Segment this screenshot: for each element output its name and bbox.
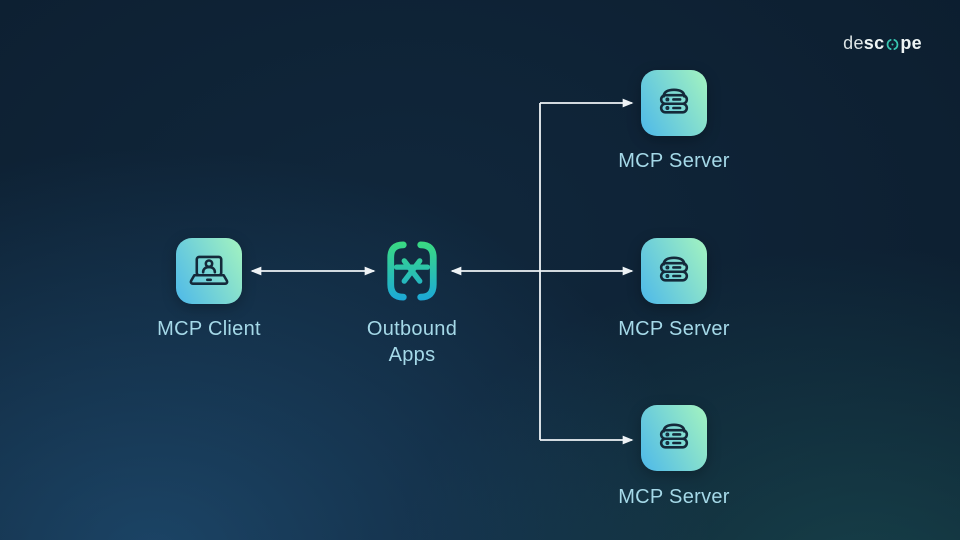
- mcp-server-tile: [641, 70, 707, 136]
- outbound-apps-label: Outbound Apps: [337, 316, 487, 368]
- node-mcp-server-top: [641, 70, 707, 136]
- mcp-server-top-label: MCP Server: [618, 150, 730, 172]
- node-outbound-apps: [383, 240, 441, 307]
- server-stack-icon: [659, 88, 689, 114]
- laptop-user-icon: [189, 255, 229, 285]
- mcp-server-middle-label: MCP Server: [618, 318, 730, 340]
- outbound-apps-label-line2: Apps: [388, 344, 436, 366]
- node-mcp-client: [176, 238, 242, 304]
- mcp-client-label: MCP Client: [157, 318, 261, 340]
- server-stack-icon: [659, 256, 689, 282]
- logo-text-bold-left: sc: [863, 33, 885, 53]
- brackets-asterisk-icon: [387, 241, 437, 301]
- node-mcp-server-bottom: [641, 405, 707, 471]
- logo-text-bold-right: pe: [900, 33, 922, 53]
- logo-text-light: de: [843, 33, 864, 53]
- server-stack-icon: [659, 423, 689, 449]
- descope-o-icon: [886, 39, 899, 50]
- node-mcp-server-middle: [641, 238, 707, 304]
- outbound-apps-label-line1: Outbound: [366, 318, 458, 340]
- mcp-client-tile: [176, 238, 242, 304]
- mcp-server-bottom-label: MCP Server: [618, 486, 730, 508]
- mcp-server-tile: [641, 405, 707, 471]
- mcp-server-tile: [641, 238, 707, 304]
